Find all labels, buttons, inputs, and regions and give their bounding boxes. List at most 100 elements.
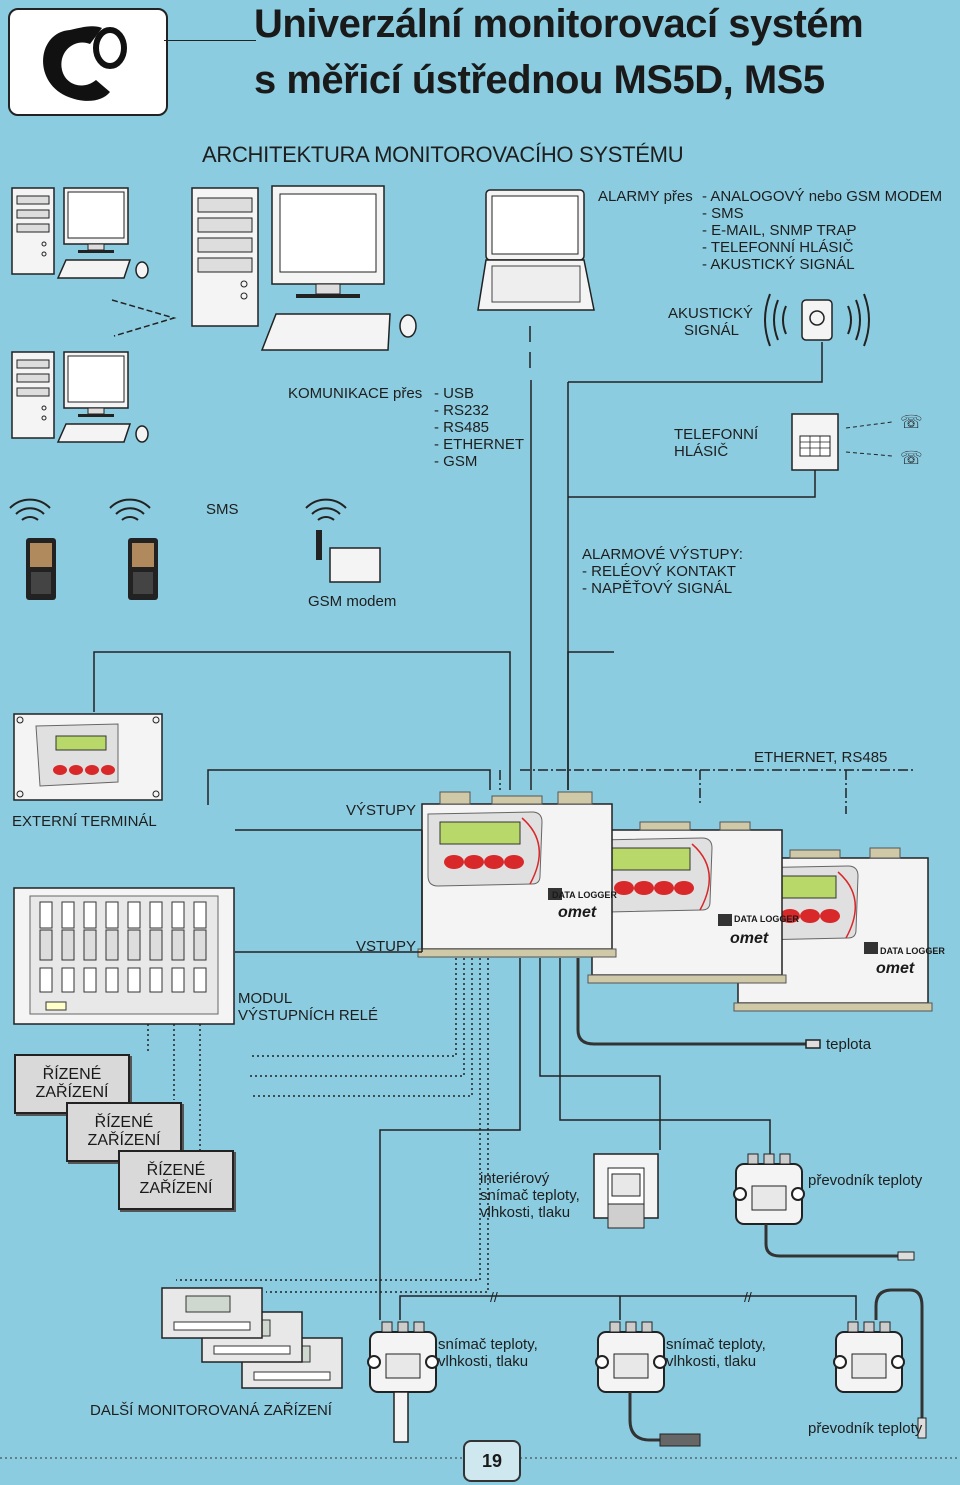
communication-item: - RS485 bbox=[434, 419, 490, 436]
section-subtitle: ARCHITEKTURA MONITOROVACÍHO SYSTÉMU bbox=[202, 142, 684, 167]
acoustic-label-line2: SIGNÁL bbox=[684, 322, 740, 339]
sensor-label: snímač teploty, bbox=[666, 1336, 766, 1353]
outputs-label: VÝSTUPY bbox=[346, 802, 417, 819]
external-terminal-label: EXTERNÍ TERMINÁL bbox=[12, 813, 157, 830]
relay-block bbox=[61, 901, 75, 929]
relay-block bbox=[61, 967, 75, 993]
gsm-modem-label: GSM modem bbox=[308, 593, 397, 610]
relay-block bbox=[105, 901, 119, 929]
signal-icon bbox=[9, 498, 51, 521]
ethernet-label: ETHERNET, RS485 bbox=[754, 749, 888, 766]
company-logo bbox=[8, 8, 168, 116]
other-devices-label: DALŠÍ MONITOROVANÁ ZAŘÍZENÍ bbox=[90, 1402, 332, 1419]
alarm-output-item: - NAPĚŤOVÝ SIGNÁL bbox=[582, 580, 733, 597]
relay-block bbox=[105, 967, 119, 993]
header-rule bbox=[164, 40, 256, 41]
external-terminal-icon bbox=[13, 713, 163, 801]
brand-label: omet bbox=[558, 904, 597, 921]
humidity-sensor-icon bbox=[367, 1321, 439, 1393]
relay-block bbox=[193, 929, 207, 961]
svg-text://: // bbox=[490, 1289, 498, 1305]
server-pc-icon bbox=[191, 185, 417, 351]
relay-block bbox=[149, 967, 163, 993]
signal-icon bbox=[305, 498, 347, 521]
phone-alarm-label-line2: HLÁSIČ bbox=[674, 443, 729, 460]
alarm-item: - ANALOGOVÝ nebo GSM MODEM bbox=[702, 188, 943, 205]
temp-converter-label: převodník teploty bbox=[808, 1172, 923, 1189]
relay-block bbox=[39, 967, 53, 993]
mobile-phone-icon bbox=[128, 538, 158, 600]
relay-block bbox=[171, 967, 185, 993]
signal-icon bbox=[109, 498, 151, 521]
relay-block bbox=[193, 901, 207, 929]
phone-dialer-icon: ☏ ☏ bbox=[791, 412, 923, 471]
logger-label: DATA LOGGER bbox=[880, 946, 945, 956]
logger-label: DATA LOGGER bbox=[734, 914, 799, 924]
page-title-line2: s měřicí ústřednou MS5D, MS5 bbox=[254, 58, 825, 102]
communication-item: - USB bbox=[434, 385, 475, 402]
sms-label: SMS bbox=[206, 501, 239, 518]
svg-text:☏: ☏ bbox=[900, 412, 923, 433]
humidity-sensor-icon bbox=[595, 1321, 667, 1393]
alarm-output-item: - RELÉOVÝ KONTAKT bbox=[582, 563, 736, 580]
interior-sensor-label-line3: vlhkosti, tlaku bbox=[480, 1204, 571, 1221]
temperature-label: teplota bbox=[826, 1036, 872, 1053]
communication-item: - GSM bbox=[434, 453, 478, 470]
relay-module-icon bbox=[13, 887, 235, 1025]
relay-block bbox=[193, 967, 207, 993]
relay-module-label-line2: VÝSTUPNÍCH RELÉ bbox=[238, 1007, 379, 1024]
mobile-phone-icon bbox=[26, 538, 56, 600]
relay-block bbox=[39, 929, 53, 961]
svg-text:☏: ☏ bbox=[900, 448, 923, 469]
phone-alarm-label: TELEFONNÍ bbox=[674, 426, 759, 443]
svg-text://: // bbox=[744, 1289, 752, 1305]
relay-module-label: MODUL bbox=[238, 990, 293, 1007]
relay-block bbox=[61, 929, 75, 961]
relay-block bbox=[83, 967, 97, 993]
relay-block bbox=[83, 929, 97, 961]
interior-sensor-label-line2: snímač teploty, bbox=[480, 1187, 580, 1204]
workstation-icon bbox=[11, 351, 149, 443]
acoustic-label: AKUSTICKÝ bbox=[668, 305, 754, 322]
alarm-item: - SMS bbox=[702, 205, 744, 222]
communication-item: - ETHERNET bbox=[434, 436, 524, 453]
relay-block bbox=[171, 901, 185, 929]
inputs-label: VSTUPY bbox=[356, 938, 417, 955]
alarms-label: ALARMY přes bbox=[598, 188, 693, 205]
interior-sensor-label: interiérový bbox=[480, 1170, 550, 1187]
temperature-transmitter-icon bbox=[733, 1153, 805, 1225]
relay-block bbox=[39, 901, 53, 929]
data-logger-icon bbox=[587, 829, 787, 984]
relay-block bbox=[127, 929, 141, 961]
laptop-icon bbox=[477, 189, 595, 311]
alarm-item: - AKUSTICKÝ SIGNÁL bbox=[702, 256, 855, 273]
gsm-modem-icon bbox=[316, 530, 381, 583]
page-number: 19 bbox=[463, 1440, 521, 1482]
temperature-transmitter-icon bbox=[833, 1321, 905, 1393]
relay-block bbox=[171, 929, 185, 961]
communication-item: - RS232 bbox=[434, 402, 490, 419]
interior-sensor-icon bbox=[593, 1153, 659, 1229]
brand-label: omet bbox=[730, 930, 769, 947]
relay-block bbox=[127, 901, 141, 929]
speaker-icon bbox=[764, 293, 870, 347]
comet-logo-icon bbox=[43, 26, 127, 101]
sensor-label-line2: vlhkosti, tlaku bbox=[438, 1353, 529, 1370]
alarm-item: - E-MAIL, SNMP TRAP bbox=[702, 222, 857, 239]
temp-converter-label: převodník teploty bbox=[808, 1420, 923, 1437]
sensor-label: snímač teploty, bbox=[438, 1336, 538, 1353]
monitored-device-icon bbox=[161, 1287, 263, 1339]
controlled-device-box: ŘÍZENÉ ZAŘÍZENÍ bbox=[118, 1150, 234, 1210]
data-logger-icon bbox=[417, 803, 617, 958]
brand-label: omet bbox=[876, 960, 915, 977]
relay-block bbox=[149, 929, 163, 961]
alarm-item: - TELEFONNÍ HLÁSIČ bbox=[702, 239, 854, 256]
sensor-label-line2: vlhkosti, tlaku bbox=[666, 1353, 757, 1370]
page-title: Univerzální monitorovací systém bbox=[254, 2, 864, 46]
relay-block bbox=[105, 929, 119, 961]
alarm-outputs-title: ALARMOVÉ VÝSTUPY: bbox=[582, 546, 743, 563]
relay-block bbox=[149, 901, 163, 929]
relay-block bbox=[83, 901, 97, 929]
logger-label: DATA LOGGER bbox=[552, 890, 617, 900]
